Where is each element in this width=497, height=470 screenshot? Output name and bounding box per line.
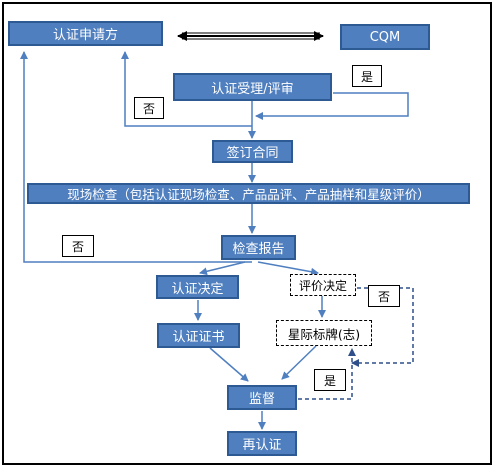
outer-frame [2,2,492,465]
node-certificate: 认证证书 [157,323,240,348]
star-to-supervise-arrow [281,345,317,380]
label-no-accept: 否 [134,97,164,119]
node-contract: 签订合同 [212,140,293,163]
report-to-eval-arrow [257,261,319,276]
label-yes-supervise: 是 [314,369,346,391]
certificate-to-supervise-arrow [209,347,249,382]
label-no-report: 否 [62,235,94,257]
node-decide: 认证决定 [156,275,239,299]
node-accept: 认证受理/评审 [173,73,332,101]
node-inspect: 现场检查（包括认证现场检查、产品品评、产品抽样和星级评价） [27,183,470,204]
node-apply: 认证申请方 [8,21,163,46]
accept-yes-loop [255,92,409,120]
label-no-eval: 否 [368,285,400,307]
node-supervise: 监督 [227,385,297,410]
accept-no-to-apply-arrow [121,51,252,127]
supervise-yes-dashed-loop [298,348,356,400]
node-star-mark: 星际标牌(志) [276,320,372,346]
node-recert: 再认证 [227,431,297,456]
report-to-decide-arrow [199,261,246,276]
node-cqm: CQM [340,24,430,50]
node-eval-decide: 评价决定 [290,274,356,296]
label-yes-accept: 是 [352,65,382,87]
report-no-to-apply-arrow [20,51,252,263]
node-report: 检查报告 [221,235,296,260]
